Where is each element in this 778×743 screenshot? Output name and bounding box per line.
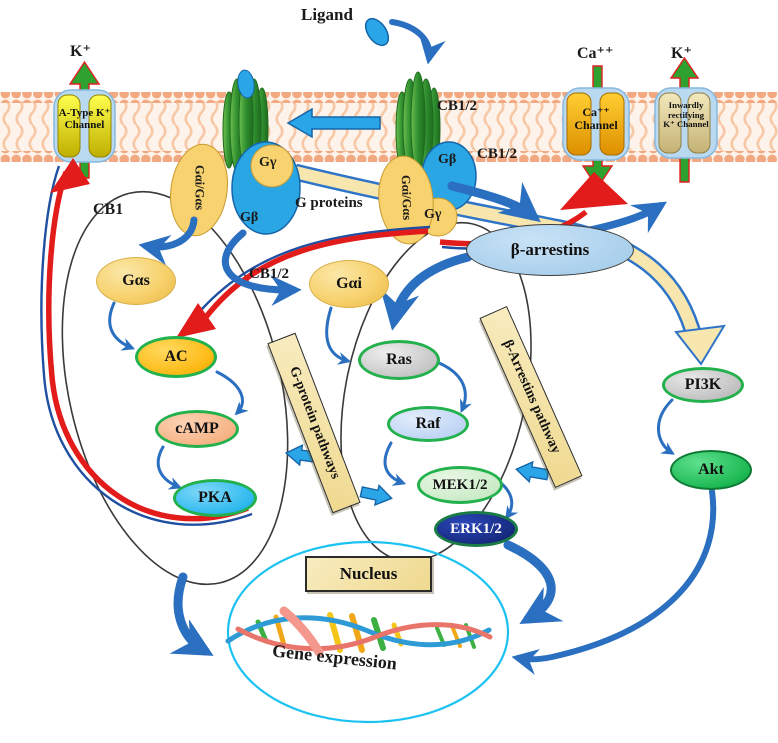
a-type-channel-label: A-Type K⁺ Channel (58, 107, 111, 132)
node-raf: Raf (387, 406, 469, 442)
membrane-signal-arrow (286, 107, 381, 139)
arrow-ac-to-camp (215, 370, 249, 416)
g-gamma-left-label: Gγ (259, 155, 277, 170)
ca-ion-label: Ca⁺⁺ (577, 45, 614, 62)
dna-helix (225, 606, 493, 657)
k-ion-left-label: K⁺ (70, 43, 91, 60)
cb-receptor-right (395, 71, 441, 173)
node-gai: Gαi (309, 260, 389, 308)
arrow-ras-to-raf (437, 361, 473, 414)
gai-gas-left-label: Gαi/Gαs (192, 164, 207, 211)
k-ion-right-label: K⁺ (671, 45, 692, 62)
node-gas: Gαs (96, 257, 176, 305)
node-mek: MEK1/2 (417, 466, 503, 504)
arrow-gas-to-ac (108, 301, 136, 351)
node-ras: Ras (358, 340, 440, 380)
nucleus (225, 540, 510, 724)
arrow-mek-to-erk (500, 482, 519, 520)
cb12-receptor-label: CB1/2 (437, 98, 478, 114)
arrow-camp-to-pka (156, 445, 183, 490)
node-beta-arrestins: β-arrestins (466, 224, 634, 276)
node-pi3k: PI3K (662, 367, 744, 403)
cb1-label: CB1 (93, 201, 124, 218)
calcium-channel (562, 87, 630, 161)
cb-receptor-left (222, 69, 269, 173)
arrow-ligand-to-receptor (389, 19, 446, 65)
arrow-barr-to-ras (380, 252, 473, 331)
ligand-molecule (364, 17, 390, 47)
inward-rectifying-k-channel (654, 87, 718, 159)
node-camp: cAMP (155, 410, 239, 448)
inward-channel-label: Inwardly rectifying K⁺ Channel (663, 100, 709, 130)
arrow-receptor-to-barrestins (447, 181, 541, 223)
cb12-mid-label: CB1/2 (249, 266, 290, 282)
cb1-pathway-loop (61, 190, 289, 586)
nucleus-arrows (169, 488, 717, 675)
g-beta-right-label: Gβ (438, 152, 457, 167)
arrow-gai-to-ras (325, 306, 352, 365)
cell-membrane (0, 92, 778, 162)
arrow-erk-to-nucleus (503, 540, 564, 624)
arrow-akt-to-nucleus (511, 488, 717, 675)
arrow-raf-to-mek (383, 441, 407, 486)
bound-ligand (237, 69, 255, 99)
a-type-k-channel (53, 89, 116, 163)
ca-channel-label: Ca⁺⁺ Channel (574, 105, 618, 133)
node-erk: ERK1/2 (434, 511, 518, 547)
node-ac: AC (135, 336, 217, 378)
g-gamma-right-label: Gγ (424, 207, 442, 222)
arrow-left-to-nucleus (169, 572, 214, 656)
g-beta-left-label: Gβ (240, 210, 259, 225)
g-proteins-label: G proteins (295, 195, 363, 211)
arrow-to-gas (138, 216, 198, 266)
node-pka: PKA (173, 479, 257, 517)
g-protein-complex-left (170, 141, 301, 237)
inhibition-arrows (46, 158, 628, 522)
cb12-inner-label: CB1/2 (477, 146, 518, 162)
pathway-connector-arrows (284, 444, 550, 507)
ligand-label: Ligand (301, 5, 353, 24)
arrow-cb12-to-gai (221, 229, 302, 307)
arrow-pi3k-to-akt (657, 398, 675, 455)
node-akt: Akt (670, 450, 752, 490)
nucleus-box: Nucleus (305, 556, 432, 592)
